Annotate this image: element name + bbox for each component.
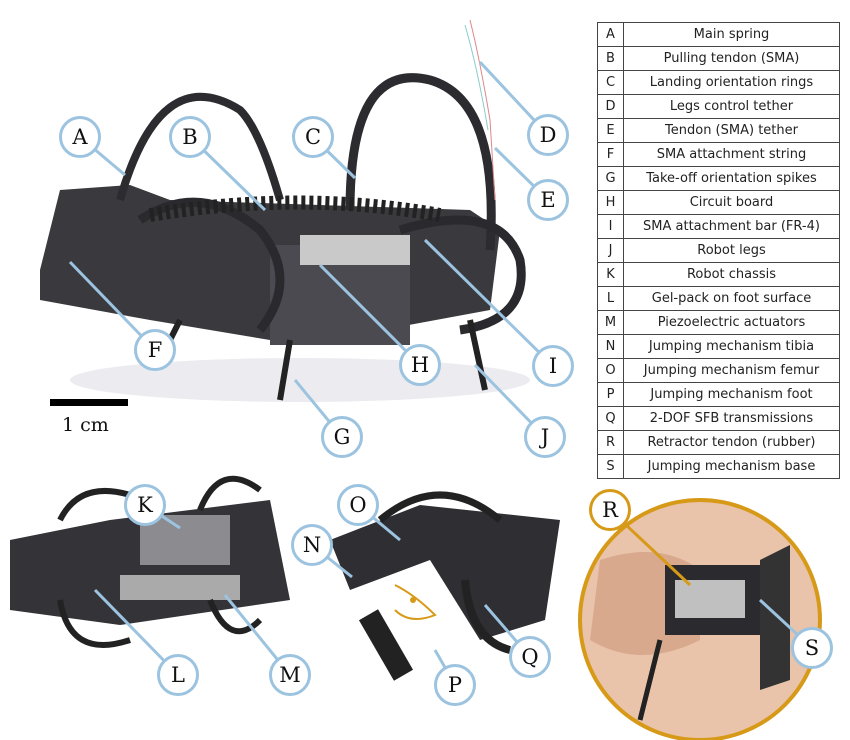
callout-o: O — [337, 484, 379, 526]
legend-key: N — [597, 334, 624, 359]
legend-key: R — [597, 430, 624, 455]
callout-m: M — [269, 654, 311, 696]
zoom-inset-photo — [578, 498, 822, 740]
legend-description: Landing orientation rings — [623, 70, 840, 95]
legend-key: I — [597, 214, 624, 239]
legend-description: 2-DOF SFB transmissions — [623, 406, 840, 431]
legend-description: Pulling tendon (SMA) — [623, 46, 840, 71]
legend-key: P — [597, 382, 624, 407]
legend-description: Main spring — [623, 22, 840, 47]
callout-h: H — [399, 344, 441, 386]
callout-f: F — [134, 329, 176, 371]
callout-l: L — [157, 654, 199, 696]
callout-j: J — [524, 416, 566, 458]
legend-description: Piezoelectric actuators — [623, 310, 840, 335]
legend-key: L — [597, 286, 624, 311]
legend-description: Robot legs — [623, 238, 840, 263]
callout-b: B — [169, 116, 211, 158]
callout-s: S — [791, 627, 833, 669]
legend-description: SMA attachment bar (FR-4) — [623, 214, 840, 239]
callout-r: R — [589, 489, 631, 531]
legend-key: K — [597, 262, 624, 287]
scale-bar — [50, 399, 128, 406]
legend-key: E — [597, 118, 624, 143]
legend-description: Jumping mechanism tibia — [623, 334, 840, 359]
legend-key: D — [597, 94, 624, 119]
legend-key: J — [597, 238, 624, 263]
legend-key: M — [597, 310, 624, 335]
legend-description: Jumping mechanism femur — [623, 358, 840, 383]
legend-key: A — [597, 22, 624, 47]
callout-d: D — [527, 114, 569, 156]
legend-key: S — [597, 454, 624, 479]
callout-e: E — [527, 179, 569, 221]
jumping-mechanism-photo — [330, 491, 560, 681]
legend-key: Q — [597, 406, 624, 431]
legend-key: C — [597, 70, 624, 95]
legend-description: SMA attachment string — [623, 142, 840, 167]
legend-description: Legs control tether — [623, 94, 840, 119]
callout-g: G — [321, 416, 363, 458]
legend-description: Tendon (SMA) tether — [623, 118, 840, 143]
callout-q: Q — [509, 636, 551, 678]
legend-key: O — [597, 358, 624, 383]
legend-description: Gel-pack on foot surface — [623, 286, 840, 311]
legend-key: B — [597, 46, 624, 71]
callout-a: A — [59, 116, 101, 158]
legend-description: Take-off orientation spikes — [623, 166, 840, 191]
scale-bar-label: 1 cm — [62, 414, 109, 436]
legend-key: G — [597, 166, 624, 191]
callout-n: N — [291, 524, 333, 566]
callout-c: C — [292, 116, 334, 158]
legend-description: Jumping mechanism base — [623, 454, 840, 479]
callout-i: I — [532, 345, 574, 387]
legend-description: Robot chassis — [623, 262, 840, 287]
legend-description: Circuit board — [623, 190, 840, 215]
callout-k: K — [124, 484, 166, 526]
legend-description: Retractor tendon (rubber) — [623, 430, 840, 455]
main-robot-photo — [40, 19, 530, 402]
legend-key: F — [597, 142, 624, 167]
legend-key: H — [597, 190, 624, 215]
legend-description: Jumping mechanism foot — [623, 382, 840, 407]
callout-p: P — [434, 664, 476, 706]
